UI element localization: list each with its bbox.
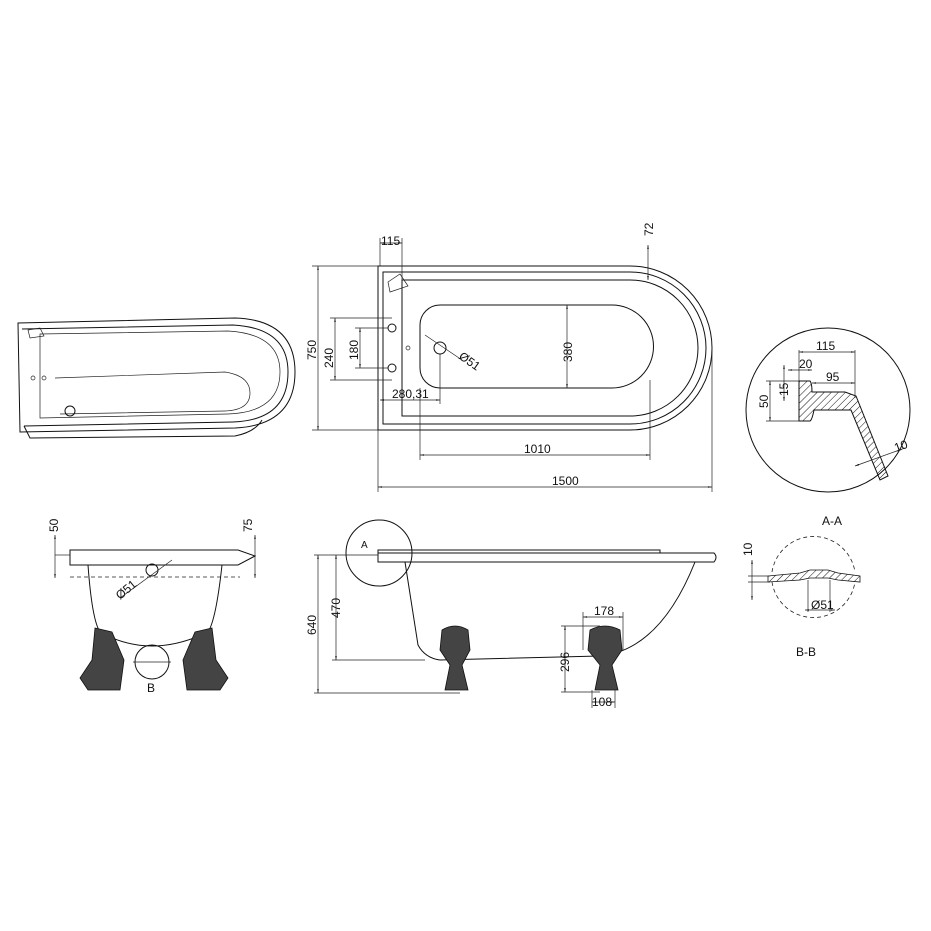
dim-label: 50 (47, 518, 61, 532)
dim-label: 750 (305, 340, 319, 360)
dim-label: 115 (816, 339, 835, 353)
dim-label: 50 (757, 394, 771, 408)
detail-title: B-B (796, 645, 816, 659)
dim-label: 115 (381, 234, 400, 248)
detail-callout: A (361, 540, 368, 551)
dim-label: 20 (799, 357, 813, 371)
side-view: A 640 470 178 296 108 (305, 519, 717, 709)
dim-label: 380 (561, 342, 575, 362)
section-label: B (147, 681, 155, 695)
tap-hole-icon (387, 323, 397, 333)
dim-label: 240 (322, 348, 336, 368)
dim-label: 178 (594, 604, 614, 618)
dim-label: Ø51 (113, 577, 140, 603)
dim-label: 10 (892, 437, 910, 455)
dim-label: 180 (347, 340, 361, 360)
waste-icon (64, 405, 76, 417)
dim-label: Ø51 (456, 349, 483, 374)
dim-label: 296 (558, 652, 572, 672)
detail-a-a: 115 20 95 15 50 10 A-A (745, 327, 911, 528)
claw-foot-icon (439, 625, 471, 691)
dim-label: 72 (642, 222, 656, 236)
dim-label: 280,31 (392, 387, 429, 401)
dim-label: 1010 (524, 442, 551, 456)
detail-title: A-A (822, 514, 842, 528)
dim-label: 108 (592, 695, 612, 709)
plan-view: 115 72 750 240 180 Ø51 380 280,31 1010 1… (305, 222, 713, 492)
dim-label: 470 (329, 598, 343, 618)
dim-label: 10 (741, 542, 755, 556)
claw-foot-icon (182, 627, 229, 691)
claw-foot-icon (79, 627, 125, 691)
tap-hole-icon (387, 363, 397, 373)
dim-label: 95 (826, 370, 840, 384)
detail-b-b: 10 Ø51 B-B (741, 536, 861, 659)
dim-label: Ø51 (811, 598, 834, 612)
perspective-view (17, 317, 296, 439)
dim-label: 1500 (552, 474, 579, 488)
dim-label: 75 (241, 518, 255, 532)
dim-label: 15 (777, 382, 791, 396)
dim-label: 640 (305, 615, 319, 635)
end-view: Ø51 B 50 75 (47, 518, 257, 695)
claw-foot-icon (587, 625, 623, 691)
